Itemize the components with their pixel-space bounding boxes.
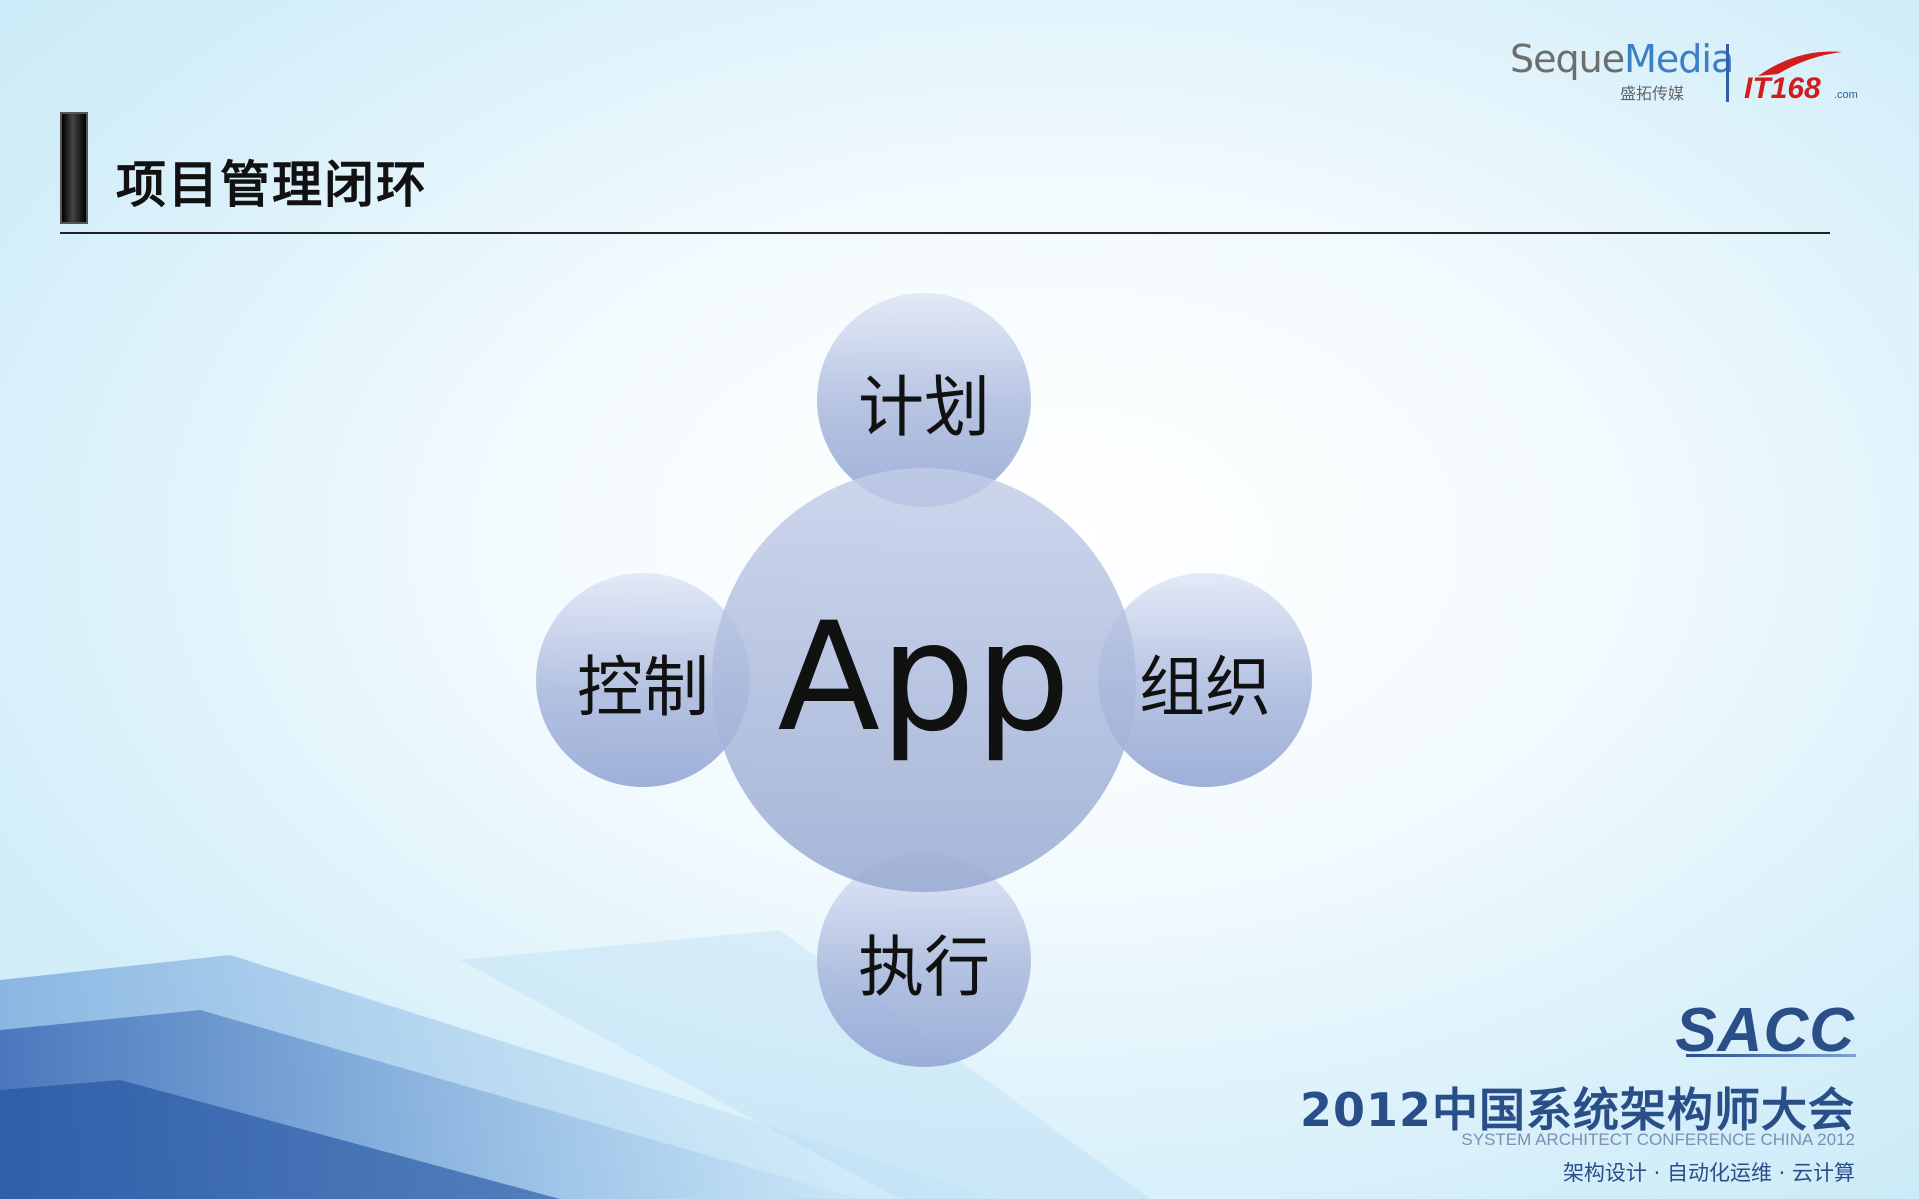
node-circle-bottom: [817, 853, 1031, 1067]
conference-tagline: 架构设计 · 自动化运维 · 云计算: [1562, 1161, 1855, 1185]
seque-media-logo: SequeMedia 盛拓传媒: [1510, 37, 1734, 110]
center-label: App: [777, 591, 1071, 765]
node-label-bottom: 执行: [858, 929, 990, 1006]
seque-word-b: Media: [1624, 37, 1734, 81]
conference-title: 2012中国系统架构师大会: [1299, 1083, 1855, 1137]
seque-subtitle: 盛拓传媒: [1620, 84, 1685, 103]
node-label-top: 计划: [858, 369, 990, 446]
logo-divider: [1726, 44, 1729, 102]
it168-text: IT168: [1744, 72, 1821, 105]
sacc-underline: [1686, 1054, 1856, 1057]
center-circle: [712, 468, 1136, 892]
it168-suffix: .com: [1834, 89, 1858, 101]
page-title: 项目管理闭环: [116, 156, 428, 214]
title-accent-bar: [60, 112, 88, 224]
conference-english: SYSTEM ARCHITECT CONFERENCE CHINA 2012: [1461, 1130, 1855, 1149]
sacc-logo: SACC: [1675, 996, 1855, 1065]
node-label-right: 组织: [1139, 649, 1271, 726]
node-label-left: 控制: [577, 649, 709, 726]
seque-word-a: Seque: [1510, 37, 1625, 81]
node-circle-left: [536, 573, 750, 787]
it168-logo: IT168 .com: [1744, 51, 1858, 105]
node-circle-top: [817, 293, 1031, 507]
node-circle-right: [1098, 573, 1312, 787]
title-divider: [60, 232, 1830, 234]
